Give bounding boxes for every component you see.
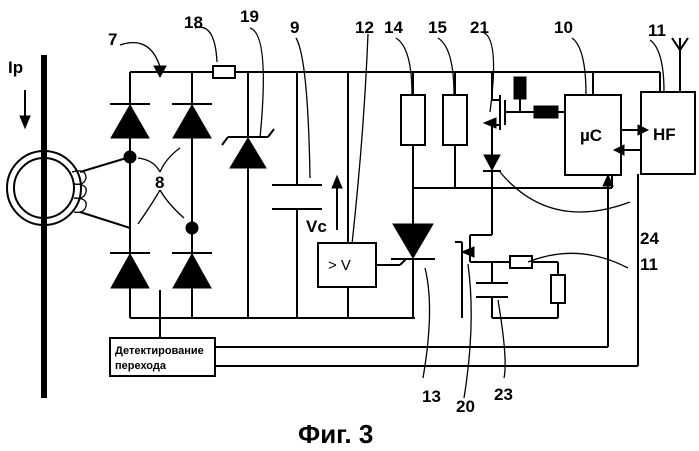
resistor-14 xyxy=(396,38,425,228)
ref-9: 9 xyxy=(290,18,299,37)
microcontroller-10 xyxy=(565,38,621,175)
ref-13: 13 xyxy=(422,387,441,406)
current-transformer xyxy=(7,151,130,228)
ref-7: 7 xyxy=(108,30,117,49)
ref-23: 23 xyxy=(494,385,513,404)
ref-11-side: 11 xyxy=(640,255,658,274)
figure-caption: Фиг. 3 xyxy=(298,419,373,449)
comparator-label: > V xyxy=(328,257,351,274)
thyristor-13 xyxy=(391,224,435,378)
bridge-rectifier xyxy=(110,72,212,318)
resistor-18 xyxy=(213,66,235,78)
ref-21: 21 xyxy=(470,18,489,37)
ref-24: 24 xyxy=(640,229,659,248)
microcontroller-label: µC xyxy=(580,126,602,145)
ref-15: 15 xyxy=(428,18,447,37)
rc-network-23 xyxy=(476,253,628,378)
ref-8: 8 xyxy=(155,173,164,192)
ref-11-top: 11 xyxy=(648,21,666,40)
vc-label: Vc xyxy=(306,217,327,236)
detector-label-1: Детектирование xyxy=(115,345,204,357)
radio-label: HF xyxy=(653,125,676,144)
resistor-15 xyxy=(438,38,467,188)
ref-18: 18 xyxy=(184,13,203,32)
current-direction-arrow xyxy=(20,90,30,128)
current-label: Ip xyxy=(8,58,23,77)
ref-19: 19 xyxy=(240,7,259,26)
ref-10: 10 xyxy=(554,18,573,37)
radio-module-11 xyxy=(614,38,695,174)
comparator-12 xyxy=(318,34,400,318)
detector-label-2: перехода xyxy=(115,360,167,372)
transistor-21 xyxy=(482,32,565,160)
ref-12: 12 xyxy=(355,18,374,37)
ref-14: 14 xyxy=(384,18,403,37)
capacitor-9 xyxy=(272,38,322,318)
vc-arrow xyxy=(332,176,342,230)
ref-20: 20 xyxy=(456,397,475,416)
